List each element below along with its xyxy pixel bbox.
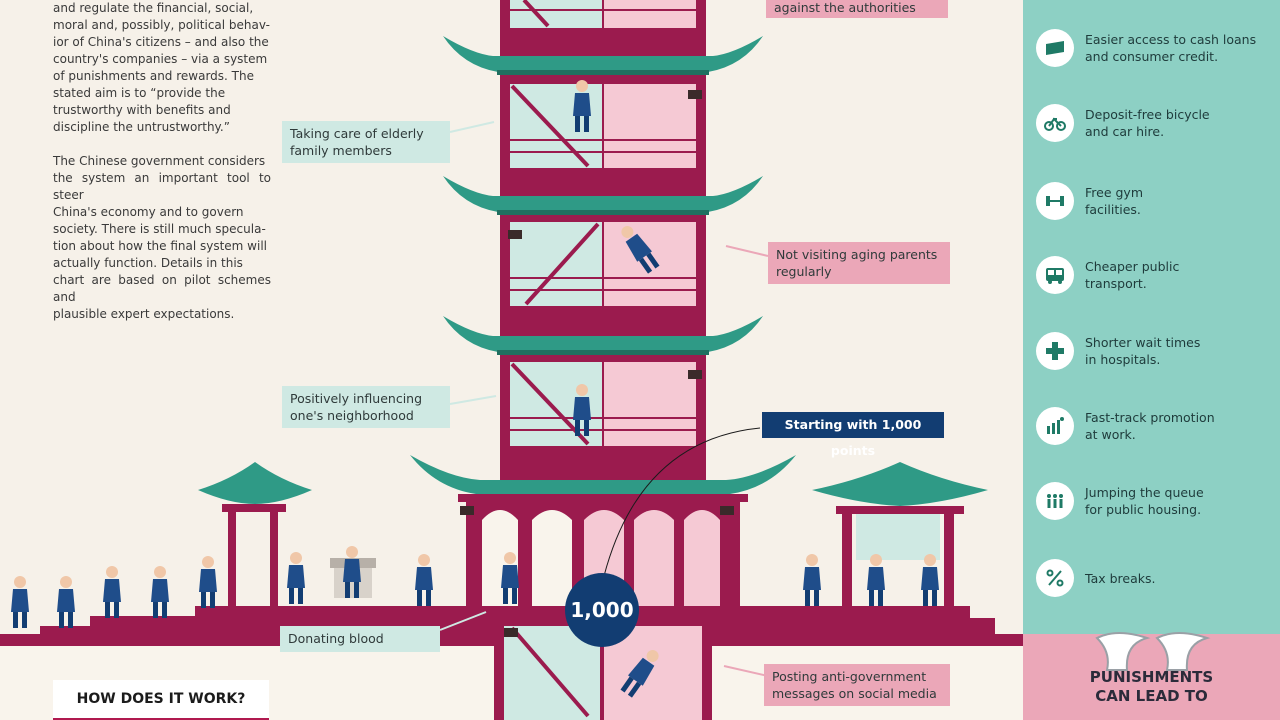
reward-label: Tax breaks.	[1085, 570, 1156, 586]
callout-text: Donating blood	[288, 631, 384, 646]
bus-icon	[1036, 256, 1074, 294]
callout-text: Taking care of elderly	[290, 126, 424, 141]
bicycle-icon	[1036, 104, 1074, 142]
rewards-sidebar	[1023, 0, 1280, 634]
callout-neighborhood: Positively influencing one's neighborhoo…	[282, 386, 450, 428]
intro-line: the system an important tool to steer	[53, 171, 271, 202]
reward-label: and consumer credit.	[1085, 49, 1219, 64]
reward-label: Shorter wait times	[1085, 335, 1201, 350]
callout-authorities: against the authorities	[766, 0, 948, 18]
medical-cross-icon	[1036, 332, 1074, 370]
intro-line: The Chinese government considers	[53, 154, 266, 168]
reward-label: in hospitals.	[1085, 352, 1161, 367]
reward-item: Jumping the queue for public housing.	[1036, 481, 1276, 521]
callout-posting: Posting anti-government messages on soci…	[764, 664, 950, 706]
intro-line: chart are based on pilot schemes and	[53, 273, 271, 304]
reward-item: Deposit-free bicycle and car hire.	[1036, 103, 1276, 143]
reward-label: Jumping the queue	[1085, 485, 1204, 500]
intro-line: society. There is still much specula-	[53, 222, 266, 236]
callout-text: one's neighborhood	[290, 408, 414, 423]
reward-item: Easier access to cash loans and consumer …	[1036, 28, 1276, 68]
reward-item: Fast-track promotion at work.	[1036, 406, 1276, 446]
callout-text: Posting anti-government	[772, 669, 927, 684]
callout-text: regularly	[776, 264, 832, 279]
callout-elderly: Taking care of elderly family members	[282, 121, 450, 163]
reward-label: transport.	[1085, 276, 1147, 291]
reward-item: Cheaper public transport.	[1036, 255, 1276, 295]
intro-line: trustworthy with benefits and	[53, 103, 231, 117]
reward-item: Tax breaks.	[1036, 558, 1276, 598]
reward-label: Deposit-free bicycle	[1085, 107, 1210, 122]
reward-label: Easier access to cash loans	[1085, 32, 1257, 47]
logo-watermark	[1095, 632, 1211, 671]
reward-label: Fast-track promotion	[1085, 410, 1215, 425]
promotion-icon	[1036, 407, 1074, 445]
intro-line: China's economy and to govern	[53, 205, 244, 219]
intro-line: stated aim is to “provide the	[53, 86, 226, 100]
punishments-title: PUNISHMENTS	[1089, 668, 1214, 686]
intro-line: and regulate the financial, social,	[53, 1, 254, 15]
intro-line: discipline the untrustworthy.”	[53, 120, 230, 134]
intro-line: moral and, possibly, political behav-	[53, 18, 270, 32]
callout-text: Positively influencing	[290, 391, 423, 406]
percent-icon	[1036, 559, 1074, 597]
reward-label: for public housing.	[1085, 502, 1202, 517]
reward-item: Free gym facilities.	[1036, 181, 1276, 221]
intro-line: tion about how the final system will	[53, 239, 268, 253]
intro-line: country's companies – via a system	[53, 52, 268, 66]
reward-label: at work.	[1085, 427, 1136, 442]
score-circle	[565, 573, 639, 647]
reward-label: facilities.	[1085, 202, 1141, 217]
callout-text: family members	[290, 143, 392, 158]
score-label: 1,000	[570, 598, 634, 622]
callout-parents: Not visiting aging parents regularly	[768, 242, 950, 284]
starting-points-badge: Starting with 1,000 points	[762, 412, 944, 458]
reward-label: Cheaper public	[1085, 259, 1180, 274]
callout-text: against the authorities	[774, 0, 916, 15]
intro-line: of punishments and rewards. The	[53, 69, 254, 83]
intro-text: and regulate the financial, social, mora…	[53, 0, 271, 340]
section-heading: HOW DOES IT WORK?	[53, 680, 269, 720]
reward-label: Free gym	[1085, 185, 1144, 200]
callout-text: Not visiting aging parents	[776, 247, 938, 262]
reward-label: and car hire.	[1085, 124, 1165, 139]
intro-line: ior of China's citizens – and also the	[53, 35, 269, 49]
intro-line: plausible expert expectations.	[53, 307, 235, 321]
intro-line: actually function. Details in this	[53, 256, 243, 270]
reward-item: Shorter wait times in hospitals.	[1036, 331, 1276, 371]
callout-text: messages on social media	[772, 686, 937, 701]
dumbbell-icon	[1036, 182, 1074, 220]
queue-icon	[1036, 482, 1074, 520]
punishments-subtitle: CAN LEAD TO	[1095, 687, 1208, 705]
callout-blood: Donating blood	[280, 626, 440, 652]
credit-card-icon	[1036, 29, 1074, 67]
punishments-panel: PUNISHMENTS CAN LEAD TO	[1023, 632, 1280, 720]
